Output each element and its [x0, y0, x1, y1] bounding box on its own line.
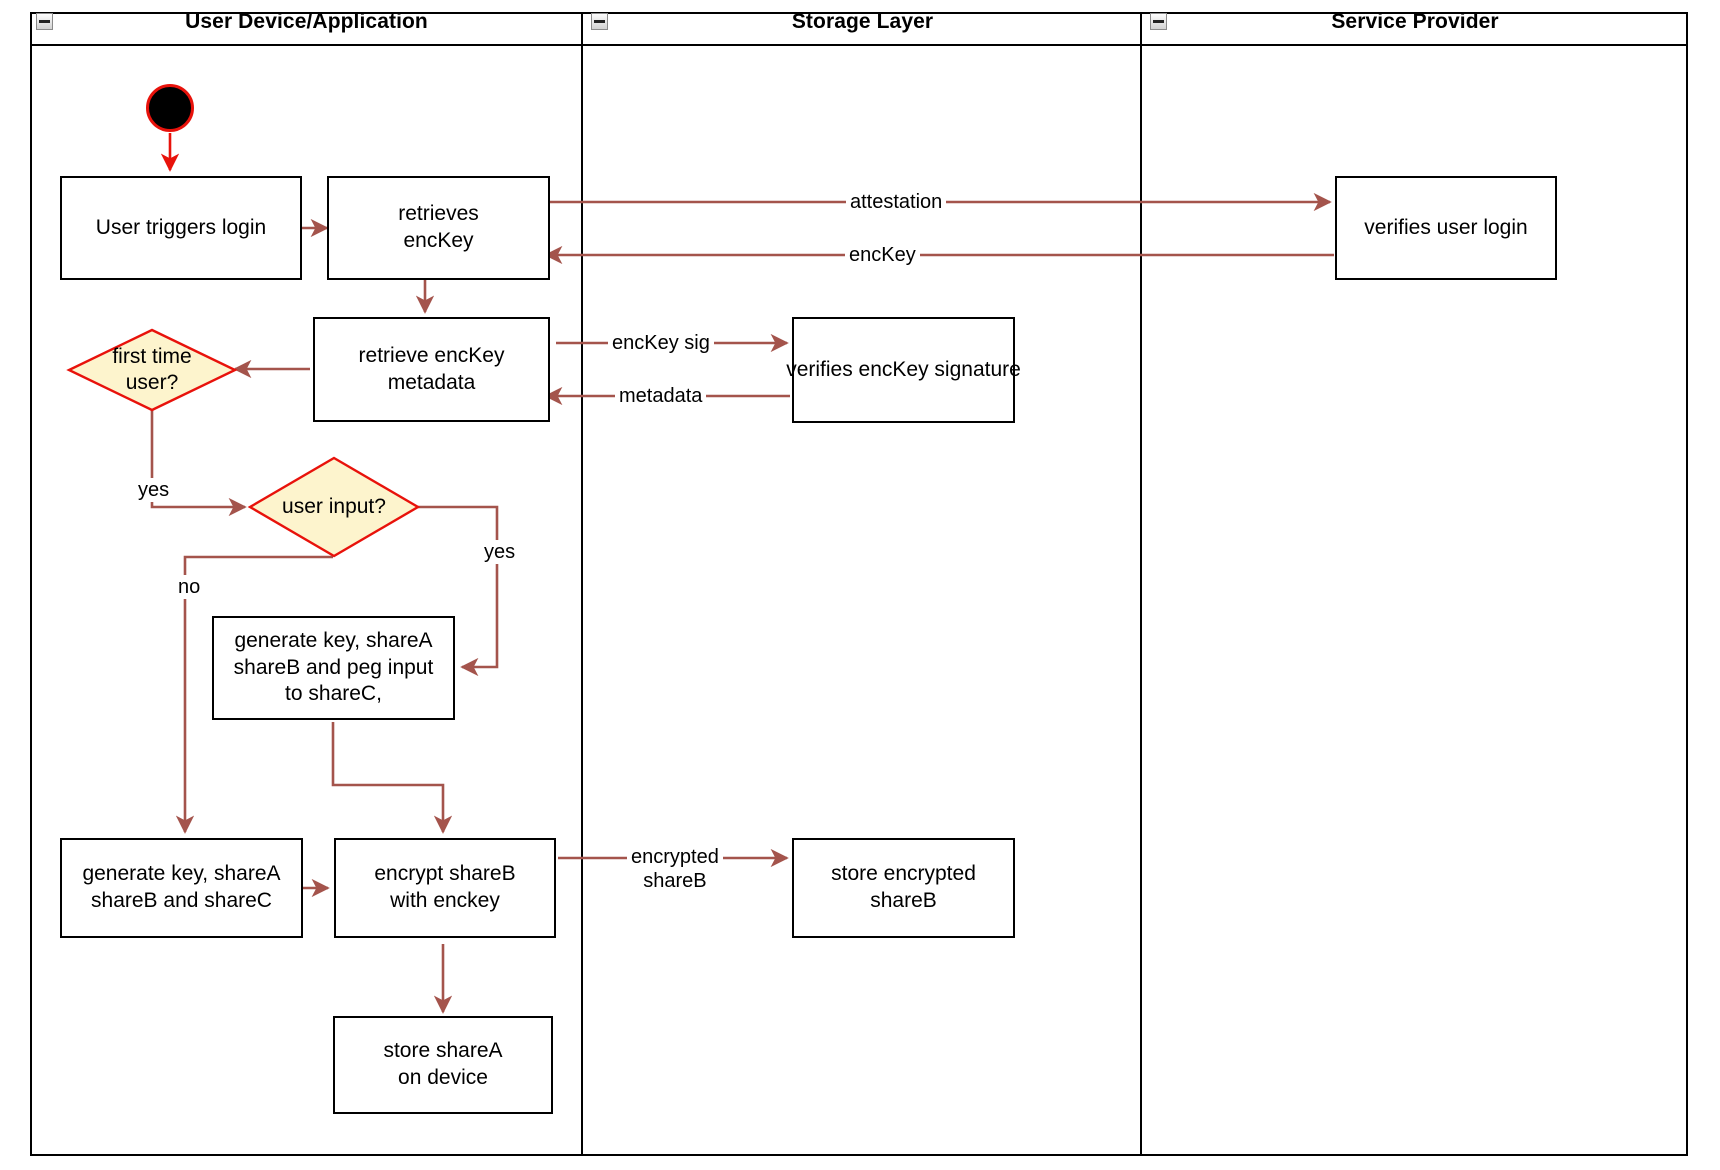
decision-label: user input? — [282, 494, 386, 518]
decision-first-time-user[interactable]: first time user? — [66, 328, 238, 412]
action-label: User triggers login — [95, 215, 267, 239]
lane-title-service-provider: Service Provider — [1331, 10, 1499, 33]
action-encrypt-shareb[interactable]: encrypt shareB with enckey — [334, 838, 556, 938]
lane-divider-1 — [581, 12, 583, 1156]
lane-title-storage-layer: Storage Layer — [791, 10, 934, 33]
minus-box-icon-user-device[interactable] — [36, 13, 53, 30]
lane-header-user-device[interactable]: User Device/Application — [30, 0, 583, 46]
action-label: store encrypted shareB — [831, 861, 976, 915]
edge-label-metadata: metadata — [615, 384, 707, 408]
initial-node — [146, 84, 194, 132]
minus-box-icon-storage-layer[interactable] — [591, 13, 608, 30]
edge-label-user-input-no: no — [174, 575, 205, 599]
edge-label-enckey: encKey — [845, 243, 920, 267]
decision-user-input[interactable]: user input? — [247, 456, 421, 558]
action-label-line1: encrypt shareB — [374, 862, 516, 886]
action-generate-key-peg-input[interactable]: generate key, shareA shareB and peg inpu… — [212, 616, 455, 720]
action-label-line2: with enckey — [390, 889, 500, 912]
action-store-encrypted-shareb[interactable]: store encrypted shareB — [792, 838, 1015, 938]
action-label: retrieves encKey — [398, 201, 479, 255]
action-label-line1: store shareA — [383, 1039, 503, 1063]
action-label-line1: generate key, shareA — [82, 862, 281, 886]
action-label: generate key, shareA shareB and shareC — [82, 861, 280, 915]
action-label: encrypt shareB with enckey — [374, 861, 515, 915]
action-label-line3: to shareC, — [285, 682, 382, 706]
decision-label-line2: user? — [125, 371, 179, 394]
action-label-line2: shareB and shareC — [91, 889, 272, 912]
minus-box-icon-service-provider[interactable] — [1150, 13, 1167, 30]
action-label-line1: retrieve encKey — [358, 343, 505, 367]
action-label-line2: metadata — [387, 370, 476, 394]
action-store-sharea-on-device[interactable]: store shareA on device — [333, 1016, 553, 1114]
action-label-line1: generate key, shareA — [234, 628, 433, 652]
action-verifies-user-login[interactable]: verifies user login — [1335, 176, 1557, 280]
action-label-line2: encKey — [403, 229, 474, 252]
action-label-line2: shareB — [870, 889, 937, 912]
action-verifies-enckey-signature[interactable]: verifies encKey signature — [786, 317, 1021, 423]
action-label: retrieve encKey metadata — [359, 343, 505, 397]
action-label: store shareA on device — [383, 1038, 502, 1092]
lane-header-storage-layer[interactable]: Storage Layer — [583, 0, 1142, 46]
lane-divider-2 — [1140, 12, 1142, 1156]
action-retrieves-enckey[interactable]: retrieves encKey — [327, 176, 550, 280]
lane-title-user-device: User Device/Application — [185, 10, 428, 33]
action-label-line1: store encrypted — [831, 862, 976, 886]
edge-label-line2: shareB — [643, 870, 707, 892]
edge-label-line1: encrypted — [631, 846, 719, 868]
decision-label: first time user? — [68, 329, 236, 411]
edge-label-attestation: attestation — [846, 190, 947, 214]
action-retrieve-enckey-metadata[interactable]: retrieve encKey metadata — [313, 317, 550, 422]
action-label-line1: retrieves — [398, 202, 479, 226]
edge-label-user-input-yes: yes — [480, 540, 520, 564]
action-label: verifies encKey signature — [786, 357, 1021, 381]
action-label: verifies user login — [1364, 215, 1528, 239]
action-label-line2: on device — [398, 1066, 488, 1089]
action-generate-key-shares[interactable]: generate key, shareA shareB and shareC — [60, 838, 303, 938]
action-label: generate key, shareA shareB and peg inpu… — [234, 628, 434, 709]
edge-label-enckey-sig: encKey sig — [608, 331, 714, 355]
action-label-line2: shareB and peg input — [233, 655, 434, 679]
edge-label-first-time-yes: yes — [134, 478, 174, 502]
decision-label-line1: first time — [112, 344, 192, 368]
edge-label-encrypted-shareb: encrypted shareB — [627, 845, 723, 893]
lane-header-service-provider[interactable]: Service Provider — [1142, 0, 1688, 46]
action-user-triggers-login[interactable]: User triggers login — [60, 176, 302, 280]
swimlane-pool — [30, 12, 1688, 1156]
